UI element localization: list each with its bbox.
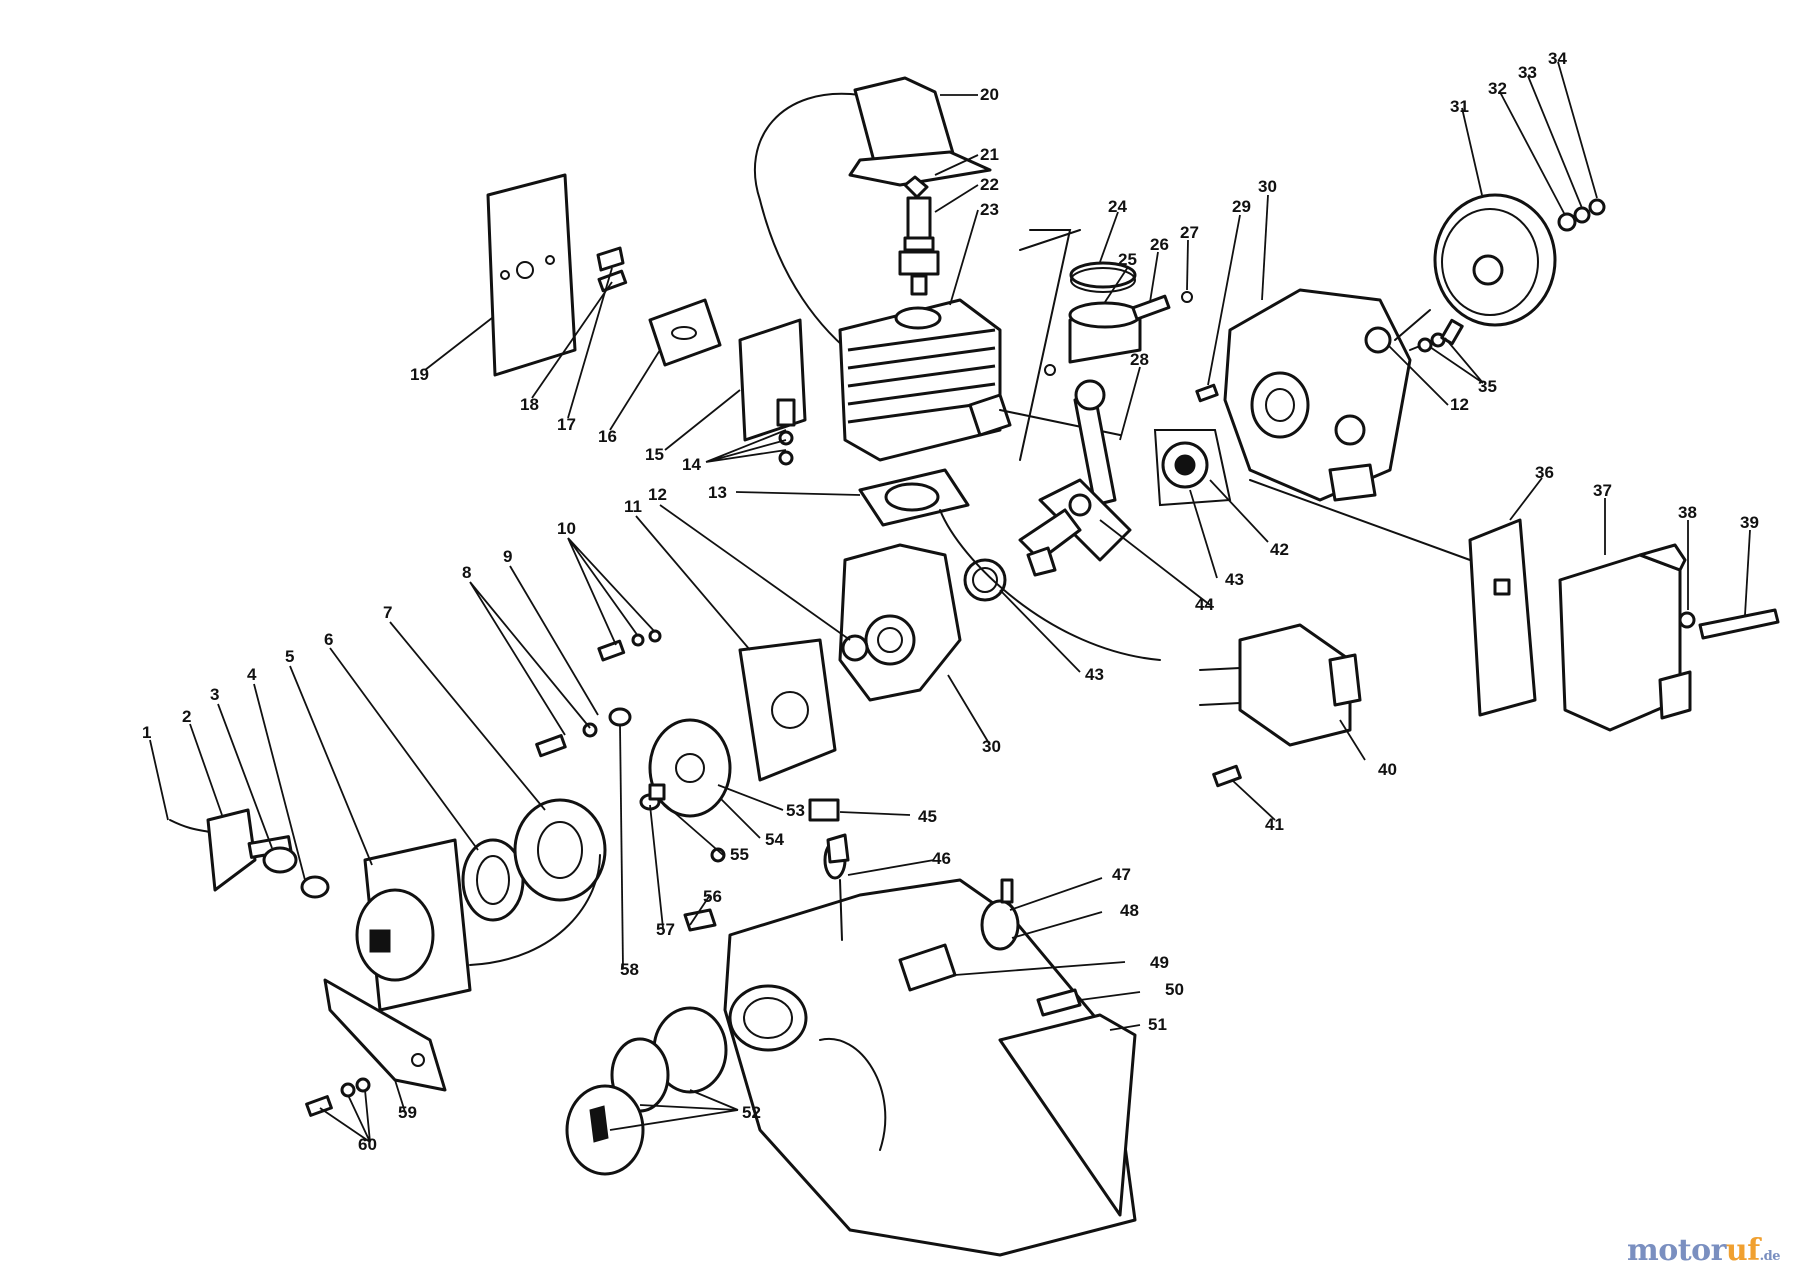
label-29: 29 bbox=[1232, 197, 1251, 216]
label-2: 2 bbox=[182, 707, 191, 726]
muffler bbox=[1249, 479, 1780, 732]
label-6: 6 bbox=[324, 630, 333, 649]
label-11: 11 bbox=[624, 497, 642, 516]
piston-assembly bbox=[1019, 229, 1193, 461]
label-60: 60 bbox=[358, 1135, 377, 1154]
label-45: 45 bbox=[918, 807, 937, 826]
label-26: 26 bbox=[1150, 235, 1169, 254]
ignition-module bbox=[939, 509, 1362, 747]
label-4: 4 bbox=[247, 665, 257, 684]
leader-lines bbox=[149, 61, 1751, 1143]
label-55: 55 bbox=[730, 845, 749, 864]
site-watermark: motoruf.de bbox=[1626, 1233, 1781, 1268]
label-14: 14 bbox=[682, 455, 701, 474]
watermark-part-c: .de bbox=[1759, 1249, 1781, 1264]
label-58: 58 bbox=[620, 960, 639, 979]
label-30-secondary: 30 bbox=[982, 737, 1001, 756]
label-18: 18 bbox=[520, 395, 539, 414]
label-47: 47 bbox=[1112, 865, 1131, 884]
label-46: 46 bbox=[932, 849, 951, 868]
label-34: 34 bbox=[1548, 49, 1567, 68]
intake-parts bbox=[486, 173, 807, 466]
label-17: 17 bbox=[557, 415, 576, 434]
cylinder bbox=[838, 298, 1121, 462]
label-36: 36 bbox=[1535, 463, 1554, 482]
label-15: 15 bbox=[645, 445, 664, 464]
label-41: 41 bbox=[1265, 815, 1284, 834]
label-8: 8 bbox=[462, 563, 471, 582]
label-1: 1 bbox=[142, 723, 151, 742]
label-25: 25 bbox=[1118, 250, 1137, 269]
label-52: 52 bbox=[742, 1103, 761, 1122]
label-57: 57 bbox=[656, 920, 675, 939]
label-22: 22 bbox=[980, 175, 999, 194]
label-24: 24 bbox=[1108, 197, 1127, 216]
label-12-secondary: 12 bbox=[1450, 395, 1469, 414]
label-54: 54 bbox=[765, 830, 784, 849]
label-37: 37 bbox=[1593, 481, 1612, 500]
label-10: 10 bbox=[557, 519, 576, 538]
label-19: 19 bbox=[410, 365, 429, 384]
label-23: 23 bbox=[980, 200, 999, 219]
label-30: 30 bbox=[1258, 177, 1277, 196]
label-38: 38 bbox=[1678, 503, 1697, 522]
label-27: 27 bbox=[1180, 223, 1199, 242]
label-7: 7 bbox=[383, 603, 392, 622]
crankcase-left bbox=[738, 543, 1007, 822]
label-20: 20 bbox=[980, 85, 999, 104]
label-43-secondary: 43 bbox=[1085, 665, 1104, 684]
watermark-part-a: motor bbox=[1626, 1233, 1726, 1268]
label-51: 51 bbox=[1148, 1015, 1167, 1034]
watermark-part-b: uf bbox=[1725, 1233, 1760, 1268]
label-13: 13 bbox=[708, 483, 727, 502]
label-3: 3 bbox=[210, 685, 219, 704]
label-44: 44 bbox=[1195, 595, 1214, 614]
label-32: 32 bbox=[1488, 79, 1507, 98]
label-31: 31 bbox=[1450, 97, 1469, 116]
label-21: 21 bbox=[980, 145, 999, 164]
fuel-tank bbox=[565, 833, 1137, 1257]
label-28: 28 bbox=[1130, 350, 1149, 369]
label-48: 48 bbox=[1120, 901, 1139, 920]
starter-assembly bbox=[169, 707, 732, 1012]
spark-plug bbox=[898, 196, 940, 296]
label-50: 50 bbox=[1165, 980, 1184, 999]
label-49: 49 bbox=[1150, 953, 1169, 972]
ignition-cover bbox=[754, 76, 992, 361]
label-56: 56 bbox=[703, 887, 722, 906]
label-39: 39 bbox=[1740, 513, 1759, 532]
label-33: 33 bbox=[1518, 63, 1537, 82]
label-16: 16 bbox=[598, 427, 617, 446]
label-59: 59 bbox=[398, 1103, 417, 1122]
cylinder-gasket bbox=[858, 468, 970, 527]
crankshaft bbox=[1018, 379, 1232, 577]
handle-bracket bbox=[323, 978, 447, 1092]
crankcase-right bbox=[1195, 288, 1461, 502]
fasteners bbox=[305, 269, 1242, 1117]
label-9: 9 bbox=[503, 547, 512, 566]
label-5: 5 bbox=[285, 647, 294, 666]
clutch-drum bbox=[1364, 193, 1606, 354]
part-labels: 1 2 3 4 5 6 7 8 9 10 11 12 13 14 15 16 1… bbox=[142, 49, 1759, 1154]
label-35: 35 bbox=[1478, 377, 1497, 396]
label-43: 43 bbox=[1225, 570, 1244, 589]
label-53: 53 bbox=[786, 801, 805, 820]
label-42: 42 bbox=[1270, 540, 1289, 559]
label-40: 40 bbox=[1378, 760, 1397, 779]
label-12: 12 bbox=[648, 485, 667, 504]
